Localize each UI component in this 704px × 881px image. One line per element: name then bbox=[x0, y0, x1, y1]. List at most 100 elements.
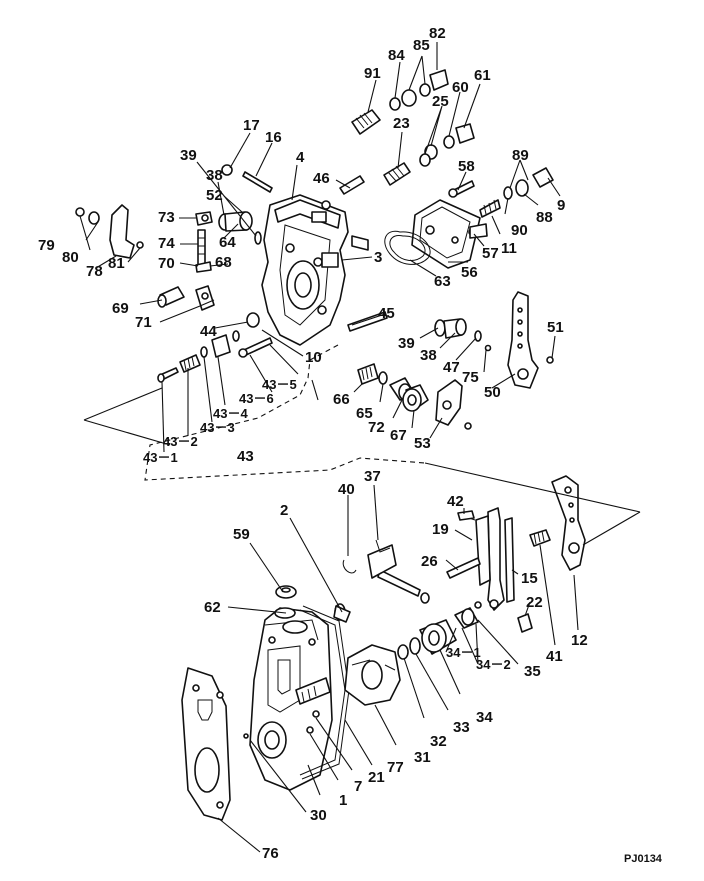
callout-43-4: 43－4 bbox=[213, 406, 248, 421]
callout-16: 16 bbox=[265, 129, 282, 146]
governor-housing bbox=[261, 194, 369, 346]
callout-37: 37 bbox=[364, 468, 381, 485]
callout-9: 9 bbox=[557, 197, 565, 214]
callout-34-2: 34－2 bbox=[476, 657, 511, 672]
callout-17: 17 bbox=[243, 117, 260, 134]
callout-38b: 38 bbox=[420, 347, 437, 364]
callout-63: 63 bbox=[434, 273, 451, 290]
callout-1: 1 bbox=[339, 792, 347, 809]
sleeve-34 bbox=[397, 607, 479, 660]
callout-39b: 39 bbox=[398, 335, 415, 352]
callout-56: 56 bbox=[461, 264, 478, 281]
callout-43-1: 43－1 bbox=[143, 450, 178, 465]
callout-66: 66 bbox=[333, 391, 350, 408]
parts-43-series bbox=[157, 312, 273, 383]
lever-12 bbox=[551, 475, 586, 571]
callout-46: 46 bbox=[313, 170, 330, 187]
right-small-parts bbox=[448, 167, 554, 239]
callout-52: 52 bbox=[206, 187, 223, 204]
callout-73: 73 bbox=[158, 209, 175, 226]
callout-84: 84 bbox=[388, 47, 405, 64]
callout-64: 64 bbox=[219, 234, 236, 251]
bracket-78 bbox=[75, 204, 144, 259]
callout-23: 23 bbox=[393, 115, 410, 132]
callout-88: 88 bbox=[536, 209, 553, 226]
callout-90: 90 bbox=[511, 222, 528, 239]
callout-11: 11 bbox=[501, 240, 517, 257]
callout-25: 25 bbox=[432, 93, 449, 110]
callout-58: 58 bbox=[458, 158, 475, 175]
callout-71: 71 bbox=[135, 314, 152, 331]
callout-78: 78 bbox=[86, 263, 103, 280]
callout-76: 76 bbox=[262, 845, 279, 862]
cover-plate bbox=[384, 199, 481, 269]
callout-44: 44 bbox=[200, 323, 217, 340]
callout-42: 42 bbox=[447, 493, 464, 510]
parts-lower-misc bbox=[243, 603, 351, 739]
drawing-code: PJ0134 bbox=[624, 853, 663, 865]
callout-62: 62 bbox=[204, 599, 221, 616]
callout-43-5: 43－5 bbox=[262, 377, 297, 392]
callout-41: 41 bbox=[546, 648, 563, 665]
callout-77: 77 bbox=[387, 759, 404, 776]
callout-4: 4 bbox=[296, 149, 305, 166]
callout-80: 80 bbox=[62, 249, 79, 266]
callout-91: 91 bbox=[364, 65, 381, 82]
callout-34: 34 bbox=[476, 709, 493, 726]
pins-left bbox=[195, 164, 273, 273]
callout-47: 47 bbox=[443, 359, 460, 376]
callout-35: 35 bbox=[524, 663, 541, 680]
shaft-37 bbox=[342, 539, 430, 604]
callout-70: 70 bbox=[158, 255, 175, 272]
callout-15: 15 bbox=[521, 570, 538, 587]
callout-43-3: 43－3 bbox=[200, 420, 235, 435]
callout-50: 50 bbox=[484, 384, 501, 401]
callout-72: 72 bbox=[368, 419, 385, 436]
callout-45: 45 bbox=[378, 305, 395, 322]
callout-57: 57 bbox=[482, 245, 499, 262]
callout-10: 10 bbox=[305, 349, 322, 366]
callout-89: 89 bbox=[512, 147, 529, 164]
callout-61: 61 bbox=[474, 67, 491, 84]
callout-labels: 82 84 85 91 60 61 25 23 17 16 39 4 46 58… bbox=[38, 25, 588, 862]
callout-43-6: 43－6 bbox=[239, 391, 274, 406]
callout-34-1: 34－1 bbox=[446, 645, 481, 660]
callout-32: 32 bbox=[430, 733, 447, 750]
callout-69: 69 bbox=[112, 300, 129, 317]
parts-65-72-67 bbox=[357, 363, 429, 412]
callout-67: 67 bbox=[390, 427, 407, 444]
callout-74: 74 bbox=[158, 235, 175, 252]
callout-65: 65 bbox=[356, 405, 373, 422]
callout-3: 3 bbox=[374, 249, 382, 266]
lever-15 bbox=[446, 507, 551, 633]
callout-68: 68 bbox=[215, 254, 232, 271]
callout-22: 22 bbox=[526, 594, 543, 611]
callout-2: 2 bbox=[280, 502, 288, 519]
callout-43: 43 bbox=[237, 448, 254, 465]
pump-housing bbox=[249, 585, 333, 791]
callout-60: 60 bbox=[452, 79, 469, 96]
callout-53: 53 bbox=[414, 435, 431, 452]
callout-19: 19 bbox=[432, 521, 449, 538]
callout-33: 33 bbox=[453, 719, 470, 736]
callout-38: 38 bbox=[206, 167, 223, 184]
callout-85: 85 bbox=[413, 37, 430, 54]
callout-81: 81 bbox=[108, 255, 125, 272]
callout-79: 79 bbox=[38, 237, 55, 254]
callout-12: 12 bbox=[571, 632, 588, 649]
callout-21: 21 bbox=[368, 769, 385, 786]
callout-31: 31 bbox=[414, 749, 431, 766]
flyweight-31 bbox=[344, 644, 401, 706]
callout-7: 7 bbox=[354, 778, 362, 795]
plate-76 bbox=[181, 667, 231, 821]
callout-30: 30 bbox=[310, 807, 327, 824]
leader-lines bbox=[79, 42, 579, 853]
lever-50 bbox=[484, 291, 554, 389]
callout-43-2: 43－2 bbox=[163, 434, 198, 449]
callout-39: 39 bbox=[180, 147, 197, 164]
callout-40: 40 bbox=[338, 481, 355, 498]
group-43-bracket bbox=[83, 344, 641, 546]
callout-51: 51 bbox=[547, 319, 564, 336]
parts-69-71 bbox=[157, 285, 215, 311]
